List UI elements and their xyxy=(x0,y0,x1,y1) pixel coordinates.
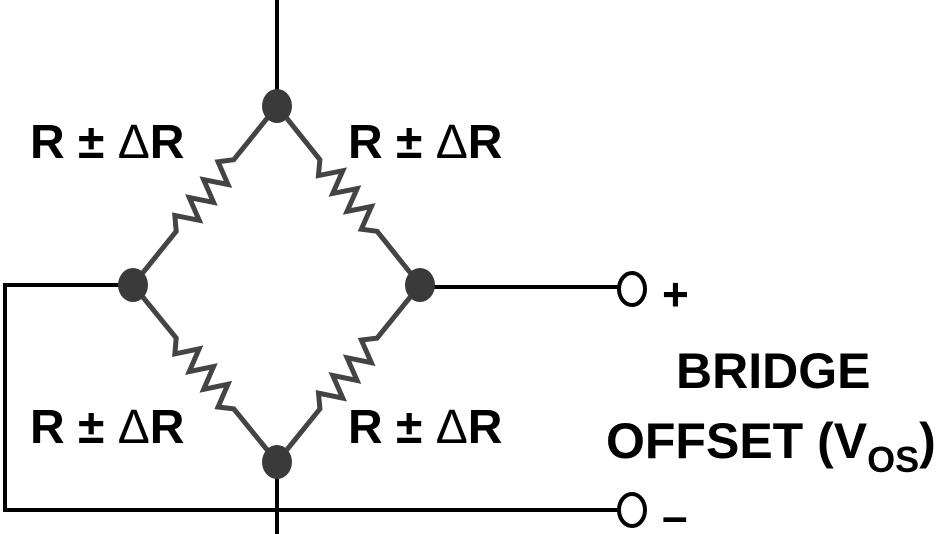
output-label-offset: OFFSET (VOS) xyxy=(606,413,936,480)
terminal-plus-circle xyxy=(617,271,647,307)
resistor-label-bottom-left: R ± ΔR xyxy=(30,401,184,454)
node-bottom xyxy=(262,445,292,479)
resistor-top-right xyxy=(275,104,422,287)
terminal-minus-circle xyxy=(617,492,647,528)
resistor-label-top-left: R ± ΔR xyxy=(30,116,184,169)
resistor-label-top-right: R ± ΔR xyxy=(348,116,502,169)
resistor-bottom-left xyxy=(131,283,279,464)
terminal-plus-label: + xyxy=(662,268,689,320)
output-label-bridge: BRIDGE xyxy=(676,343,870,399)
node-right xyxy=(405,268,435,302)
terminal-minus-label: – xyxy=(662,490,688,534)
resistor-bottom-right xyxy=(275,283,422,464)
node-left xyxy=(118,268,148,302)
resistor-label-bottom-right: R ± ΔR xyxy=(348,401,502,454)
resistor-top-left xyxy=(131,104,279,287)
node-top xyxy=(262,89,292,123)
left-return-wire xyxy=(3,283,618,512)
